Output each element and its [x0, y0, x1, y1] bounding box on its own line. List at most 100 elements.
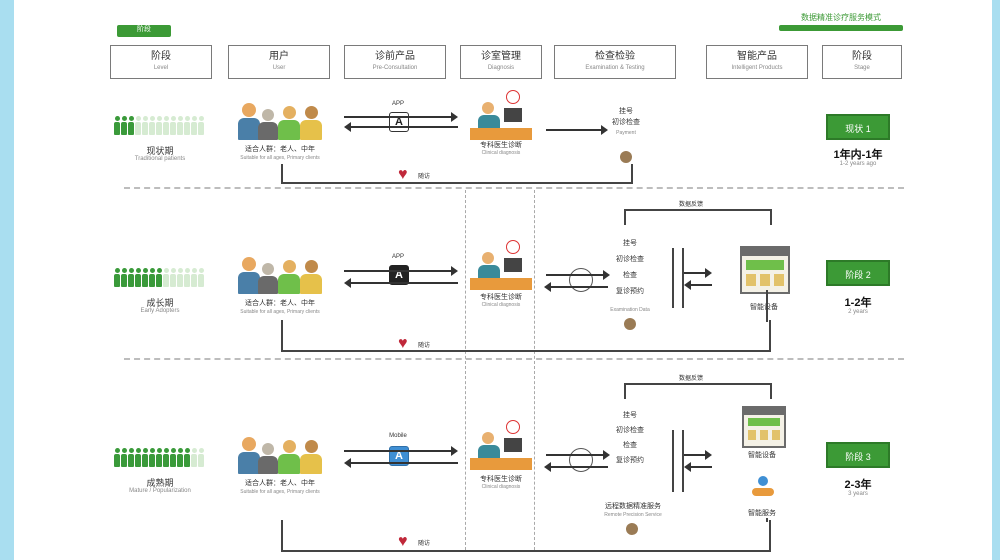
flow-arrow-left [344, 122, 458, 132]
family-sublabel: Suitable for all ages, Primary clients [240, 309, 320, 315]
smart-service-label: 智能服务 [748, 510, 776, 517]
feedback-riser [766, 518, 768, 522]
feedback-loop [281, 164, 633, 184]
title-right: 数据精准诊疗服务模式 [801, 13, 881, 22]
family-illustration [236, 434, 332, 474]
feedback-top-loop [624, 383, 772, 399]
diagnosis-guide-right [534, 190, 535, 550]
stage-period: 2-3年 [844, 479, 872, 491]
smart-device-icon [740, 246, 790, 294]
stage-period: 1-2年 [844, 297, 872, 309]
population-icons [114, 448, 205, 470]
doctor-label: 专科医生诊断 [480, 294, 522, 301]
flow-arrow-right [344, 266, 458, 276]
flow-arrow-left [344, 278, 458, 288]
family-sublabel: Suitable for all ages, Primary clients [240, 489, 320, 495]
exam-step: 初诊检查 [616, 256, 644, 263]
population-sublabel: Traditional patients [134, 156, 186, 162]
data-bracket [672, 430, 674, 492]
population-sublabel: Early Adopters [140, 308, 180, 314]
header-sublabel: User [272, 65, 286, 71]
exam-step: 复诊预约 [616, 457, 644, 464]
population-label: 成熟期 [146, 478, 174, 488]
header-sublabel: Pre-Consultation [372, 65, 418, 71]
payment-icon [624, 318, 636, 330]
header-sublabel: Intelligent Products [731, 65, 783, 71]
family-label: 适合人群：老人、中年 [245, 480, 315, 487]
header-user: 用户 User [228, 45, 330, 79]
smart-device-label: 智能设备 [750, 304, 778, 311]
feedback-top-loop [624, 209, 772, 225]
flow-arrow-right [684, 450, 712, 460]
app-caption: APP [391, 101, 404, 107]
stage-period: 1年内-1年 [833, 149, 883, 161]
header-level: 阶段 Level [110, 45, 212, 79]
feedback-loop [281, 520, 771, 552]
exam-steps-caption: Remote Precision Service [604, 512, 662, 518]
feedback-riser [766, 290, 768, 322]
diagram-page: 阶段 数据精准诊疗服务模式 阶段 Level 用户 User 诊前产品 Pre-… [14, 0, 992, 560]
family-sublabel: Suitable for all ages, Primary clients [240, 155, 320, 161]
top-loop-label: 数据反馈 [679, 202, 704, 208]
header-sublabel: Examination & Testing [585, 65, 645, 71]
feedback-loop [281, 320, 771, 352]
stage-period-en: 1-2 years ago [839, 161, 877, 167]
header-pre-consultation: 诊前产品 Pre-Consultation [344, 45, 446, 79]
stage-badge: 阶段 3 [826, 442, 890, 468]
exchange-cycle-icon [569, 448, 593, 472]
population-label: 成长期 [146, 298, 174, 308]
exam-step: 初诊检查 [616, 427, 644, 434]
doctor-illustration [470, 240, 532, 302]
flow-arrow-right [684, 268, 712, 278]
header-label: 诊前产品 [375, 51, 415, 62]
payment-icon [620, 151, 632, 163]
exam-steps-caption: Examination Data [610, 307, 650, 313]
smart-device-label: 智能设备 [748, 452, 776, 459]
exam-step: 检查 [623, 272, 637, 279]
level-badge: 阶段 [117, 25, 171, 37]
header-label: 用户 [269, 51, 289, 62]
doctor-illustration [470, 420, 532, 482]
row-separator [124, 358, 904, 360]
exam-step: 挂号 [623, 412, 637, 419]
doctor-label: 专科医生诊断 [480, 476, 522, 483]
top-loop-label: 数据反馈 [679, 376, 704, 382]
exam-step: 初诊检查 [612, 119, 640, 126]
stage-period-en: 3 years [848, 491, 868, 497]
doctor-label: 专科医生诊断 [480, 142, 522, 149]
header-examination: 检查检验 Examination & Testing [554, 45, 676, 79]
heart-label: 随访 [418, 541, 431, 547]
flow-arrow-right [546, 450, 610, 460]
heart-icon: ♥ [398, 533, 408, 550]
header-label: 检查检验 [595, 51, 635, 62]
stage-badge: 现状 1 [826, 114, 890, 140]
stage-badge: 阶段 2 [826, 260, 890, 286]
flow-arrow-right [546, 125, 608, 135]
doctor-sublabel: Clinical diagnosis [481, 150, 521, 156]
header-label: 智能产品 [737, 51, 777, 62]
exam-step: Payment [616, 130, 636, 136]
row-separator [124, 187, 904, 189]
flow-arrow-right [344, 446, 458, 456]
flow-arrow-left [344, 458, 458, 468]
exam-step: 挂号 [623, 240, 637, 247]
header-label: 阶段 [151, 51, 171, 62]
header-diagnosis: 诊室管理 Diagnosis [460, 45, 542, 79]
exam-step: 挂号 [619, 108, 633, 115]
heart-icon: ♥ [398, 166, 408, 183]
population-icons [114, 268, 205, 290]
doctor-sublabel: Clinical diagnosis [481, 302, 521, 308]
stage-period-en: 2 years [848, 309, 868, 315]
heart-label: 随访 [418, 174, 431, 180]
app-caption: APP [391, 254, 404, 260]
population-sublabel: Mature / Popularization [129, 488, 191, 494]
data-bracket [682, 430, 684, 492]
header-sublabel: Diagnosis [487, 65, 515, 71]
header-stage: 阶段 Stage [822, 45, 902, 79]
remote-service-label: 远程数据精准服务 [605, 503, 661, 510]
family-label: 适合人群：老人、中年 [245, 146, 315, 153]
smart-device-icon [742, 406, 786, 448]
title-right-bar [779, 25, 903, 31]
population-label: 现状期 [146, 146, 174, 156]
flow-arrow-left [544, 282, 608, 292]
